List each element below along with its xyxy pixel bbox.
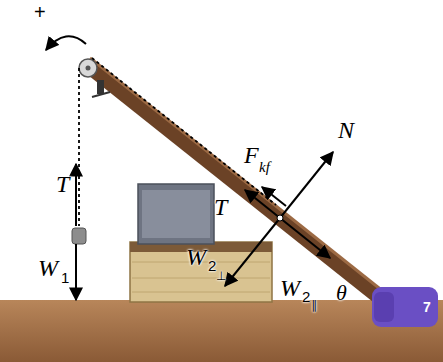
- book: [130, 242, 272, 302]
- sign-label: +: [34, 2, 46, 22]
- subscript: kf: [259, 160, 270, 175]
- grey-box-face: [142, 190, 210, 238]
- force-label: W: [38, 256, 58, 280]
- board-edge: [90, 58, 394, 300]
- dumbbell: [372, 287, 438, 327]
- subscript: 2: [208, 258, 216, 273]
- clamp-screw: [92, 92, 110, 97]
- subscript: 2: [302, 289, 310, 304]
- tension-arrow: [245, 190, 280, 218]
- incline-board: [86, 64, 390, 306]
- angle-label: θ: [336, 282, 347, 304]
- friction-arrow: [262, 187, 286, 206]
- normal-arrow: [280, 152, 333, 218]
- rotation-arrow: [46, 36, 86, 50]
- weight-perp-arrow: [225, 218, 280, 286]
- force-label: T: [214, 195, 227, 219]
- tension-arrow: [75, 164, 77, 226]
- subscript: 1: [61, 270, 69, 285]
- book-page: [132, 292, 270, 293]
- weight-arrow: [75, 244, 77, 300]
- force-label: W: [186, 245, 206, 269]
- force-label: T: [56, 172, 69, 196]
- force-label: W: [280, 276, 300, 300]
- subscript: ⊥: [216, 270, 226, 282]
- pulley-axle: [86, 66, 91, 71]
- grey-box: [138, 184, 214, 244]
- hanging-weight: [72, 228, 86, 244]
- force-label: F: [244, 143, 259, 167]
- book-page: [132, 278, 270, 279]
- block-center: [277, 215, 283, 221]
- rope: [78, 68, 80, 226]
- clamp: [97, 80, 104, 94]
- subscript: ∥: [311, 299, 317, 311]
- dumbbell-number: 7: [423, 300, 431, 314]
- pulley: [79, 59, 97, 77]
- rope: [92, 58, 276, 205]
- force-label: N: [338, 118, 354, 142]
- dumbbell-end: [374, 292, 394, 322]
- weight-par-arrow: [280, 218, 330, 258]
